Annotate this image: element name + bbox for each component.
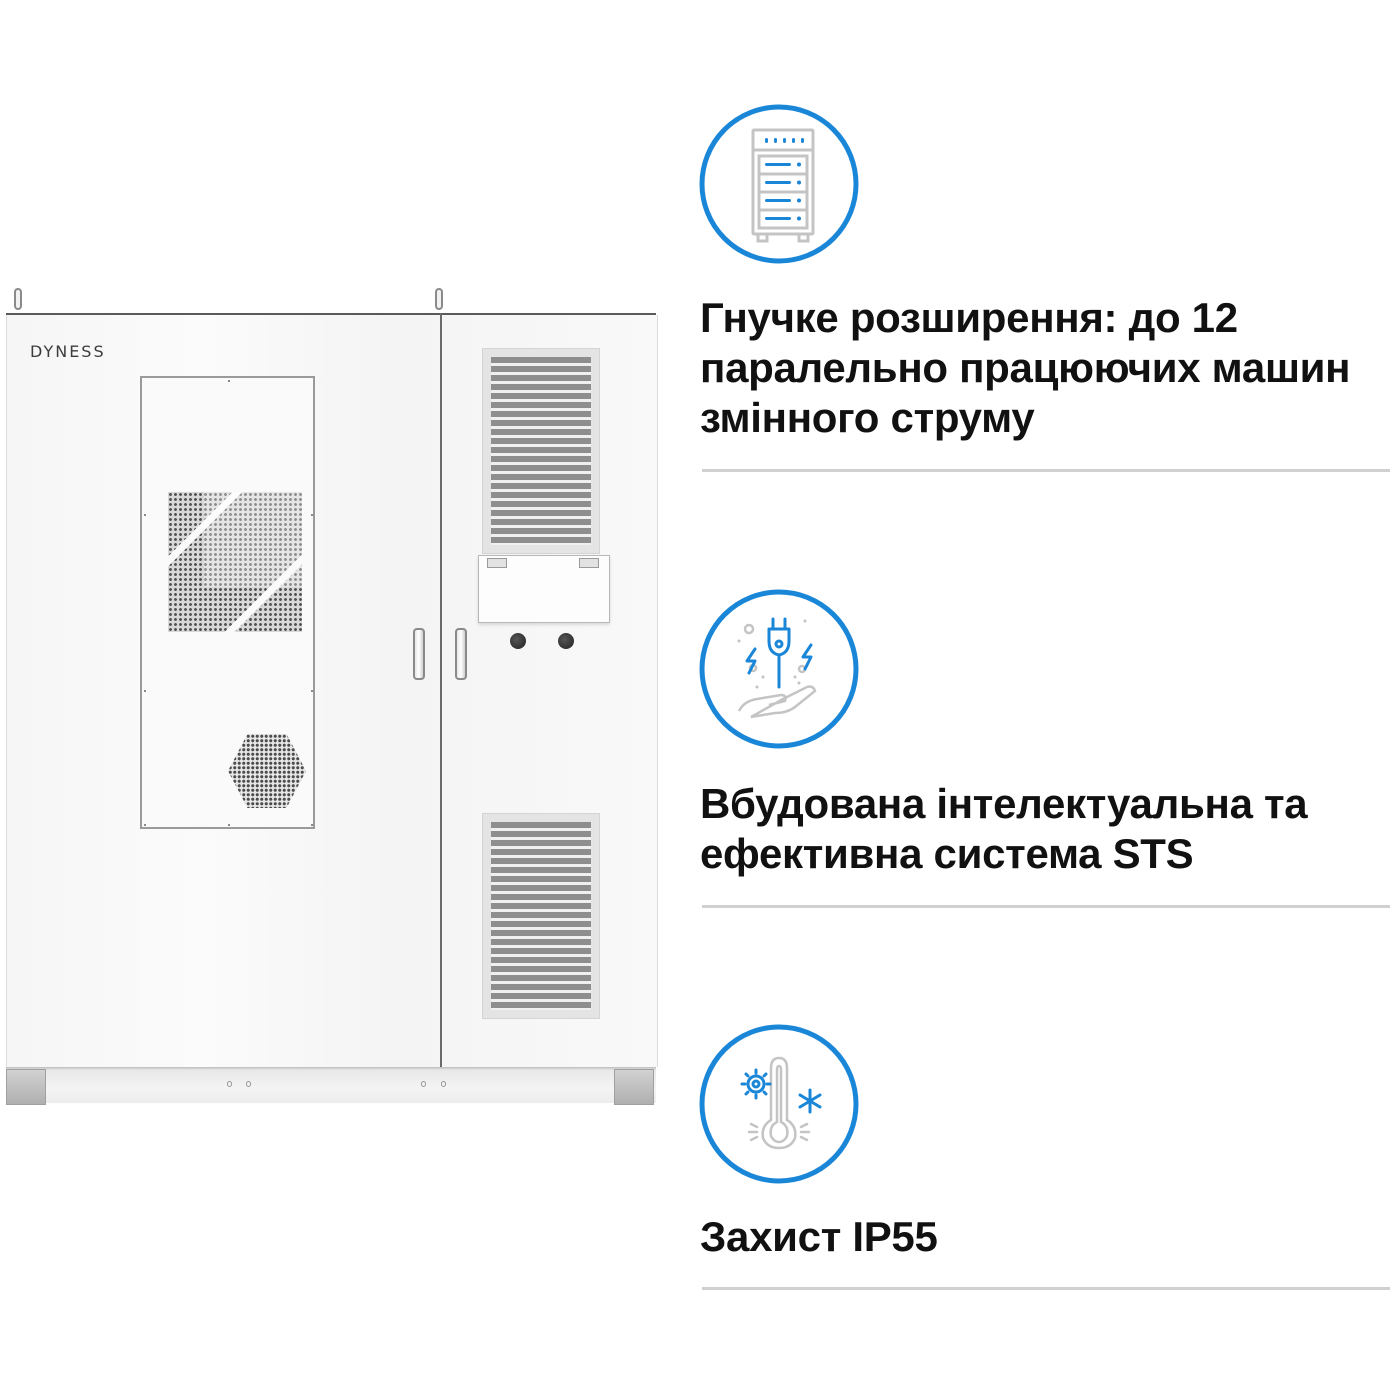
louver-slats bbox=[491, 357, 591, 545]
control-knob-right bbox=[558, 633, 574, 649]
screw-dot bbox=[144, 514, 146, 516]
base-bolt bbox=[421, 1081, 426, 1087]
display-cover-box bbox=[478, 555, 610, 623]
upper-louver-vent bbox=[482, 348, 600, 554]
cabinet-base bbox=[6, 1067, 656, 1103]
mesh-highlight bbox=[204, 492, 302, 587]
lower-louver-vent bbox=[482, 813, 600, 1019]
brand-logo: DYNESS bbox=[30, 342, 106, 361]
screw-dot bbox=[311, 514, 313, 516]
control-knob-left bbox=[510, 633, 526, 649]
door-split-line bbox=[440, 313, 442, 1069]
mounting-foot-right bbox=[614, 1069, 654, 1105]
base-bolt bbox=[227, 1081, 232, 1087]
lifting-eyebolt-right bbox=[435, 288, 443, 310]
feature-divider bbox=[702, 905, 1390, 908]
door-handle-right bbox=[455, 628, 467, 680]
screw-dot bbox=[311, 824, 313, 826]
base-bolt bbox=[246, 1081, 251, 1087]
air-conditioner-unit bbox=[140, 376, 315, 829]
fan-grille bbox=[228, 734, 306, 808]
lifting-eyebolt-left bbox=[14, 288, 22, 310]
thermometer-sun-snowflake-icon bbox=[699, 1024, 859, 1184]
feature-divider bbox=[702, 1287, 1390, 1290]
hinge bbox=[487, 558, 507, 568]
screw-dot bbox=[144, 690, 146, 692]
ac-vent-mesh bbox=[168, 492, 302, 632]
server-rack-icon bbox=[699, 104, 859, 264]
feature-divider bbox=[702, 469, 1390, 472]
louver-slats bbox=[491, 822, 591, 1010]
mounting-foot-left bbox=[6, 1069, 46, 1105]
cabinet-top-edge bbox=[6, 313, 656, 315]
cabinet-product-image: DYNESS bbox=[0, 288, 660, 1118]
screw-dot bbox=[144, 824, 146, 826]
plug-in-hand-icon bbox=[699, 589, 859, 749]
feature-title-ip55: Захист IP55 bbox=[700, 1213, 938, 1260]
screw-dot bbox=[311, 690, 313, 692]
hinge bbox=[579, 558, 599, 568]
door-handle-left bbox=[413, 628, 425, 680]
feature-title-expansion: Гнучке розширення: до 12 паралельно прац… bbox=[700, 294, 1351, 441]
screw-dot bbox=[228, 824, 230, 826]
screw-dot bbox=[228, 380, 230, 382]
feature-title-sts: Вбудована інтелектуальна та ефективна си… bbox=[700, 780, 1308, 877]
base-bolt bbox=[441, 1081, 446, 1087]
